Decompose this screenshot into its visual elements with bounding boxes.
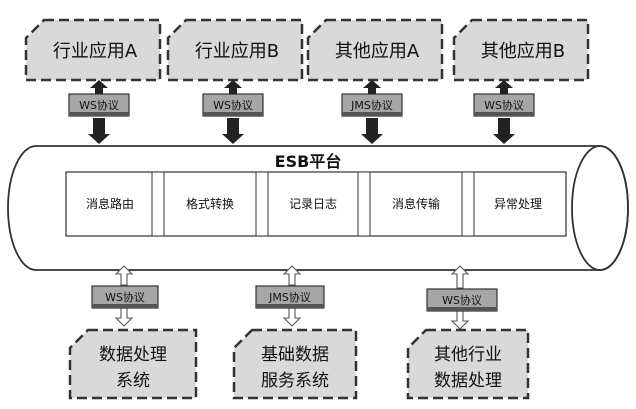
module-logging: 记录日志 [289, 197, 337, 211]
top-connector-2 [222, 80, 244, 144]
top-app-label: 其他应用A [335, 41, 420, 62]
top-app-label: 行业应用A [53, 41, 138, 62]
bottom-protocol-3: WS协议 [426, 288, 498, 312]
protocol-label: WS协议 [484, 98, 524, 112]
protocol-label: WS协议 [79, 98, 119, 112]
top-protocol-1: WS协议 [68, 93, 130, 117]
protocol-label: WS协议 [105, 290, 145, 304]
bottom-system-other-industry: 其他行业 数据处理 [406, 328, 530, 400]
top-connectors [88, 80, 515, 144]
module-exception-handling: 异常处理 [494, 197, 542, 211]
top-connector-4 [493, 80, 515, 144]
top-protocol-2: WS协议 [202, 93, 264, 117]
module-format-conversion: 格式转换 [186, 196, 234, 211]
bottom-connector-3 [450, 265, 470, 330]
system-label-line1: 其他行业 [434, 345, 502, 365]
protocol-label: JMS协议 [350, 98, 393, 112]
bottom-system-base-data: 基础数据 服务系统 [232, 328, 358, 400]
top-app-a: 行业应用A [24, 18, 162, 82]
module-message-transfer: 消息传输 [392, 196, 440, 211]
platform-title: ESB平台 [275, 152, 342, 171]
bottom-connectors [114, 265, 470, 330]
top-protocol-3: JMS协议 [341, 93, 403, 117]
system-label-line2: 系统 [116, 371, 150, 391]
module-message-routing: 消息路由 [86, 196, 134, 211]
top-app-label: 行业应用B [195, 41, 279, 62]
system-label-line1: 基础数据 [261, 345, 329, 365]
bottom-protocol-1: WS协议 [91, 285, 159, 309]
protocol-label: JMS协议 [268, 290, 311, 304]
platform-modules: 消息路由 格式转换 记录日志 消息传输 异常处理 [65, 171, 567, 237]
protocol-label: WS协议 [213, 98, 253, 112]
top-app-c: 其他应用A [306, 18, 444, 82]
system-label-line2: 数据处理 [434, 371, 502, 391]
top-app-label: 其他应用B [481, 41, 565, 62]
bottom-connector-1 [114, 265, 134, 327]
top-connector-1 [88, 80, 110, 144]
top-app-b: 行业应用B [166, 18, 304, 82]
bottom-system-data-processing: 数据处理 系统 [68, 328, 198, 400]
top-app-d: 其他应用B [452, 18, 590, 82]
system-label-line1: 数据处理 [99, 345, 167, 365]
system-label-line2: 服务系统 [261, 371, 329, 391]
protocol-label: WS协议 [442, 293, 482, 307]
top-connector-3 [361, 80, 383, 144]
bottom-protocol-2: JMS协议 [255, 285, 325, 309]
top-protocol-4: WS协议 [473, 93, 535, 117]
bottom-connector-2 [282, 265, 302, 327]
